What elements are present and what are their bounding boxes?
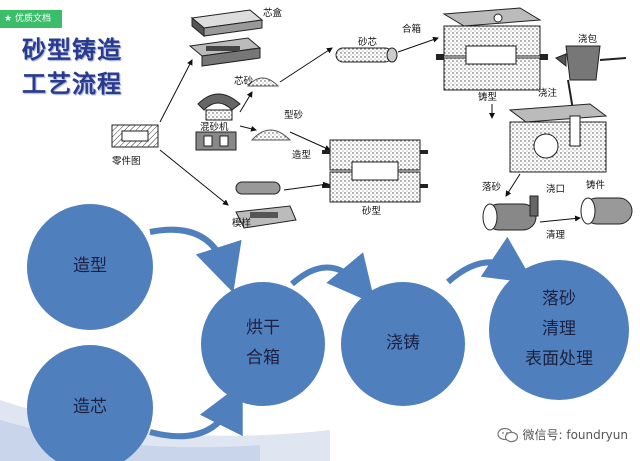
star-icon: ★ [4, 14, 13, 24]
arrow-drying-to-pouring [290, 252, 376, 305]
wechat-icon [496, 427, 518, 442]
muller-figure [195, 93, 241, 151]
core-sand-pile [246, 77, 280, 87]
label-casting-mold: 铸型 [478, 91, 498, 103]
watermark-text: 微信号: foundryun [522, 428, 629, 442]
premium-doc-badge: ★ 优质文档 [0, 10, 62, 28]
label-sand-mold: 砂型 [362, 205, 382, 217]
page-title-line2: 工艺流程 [22, 69, 122, 98]
step-core-making-label: 造芯 [73, 397, 107, 418]
page-title-line1: 砂型铸造 [22, 35, 122, 64]
step-core-making: 造芯 [27, 345, 153, 461]
arrow-pouring-to-shakeout [446, 236, 534, 285]
label-part-drawing: 零件图 [112, 155, 141, 167]
step-finishing: 落砂 清理 表面处理 [489, 260, 629, 400]
label-flask: 合箱 [402, 23, 421, 35]
label-shakeout: 落砂 [482, 181, 502, 193]
step-drying-label: 烘干 [246, 318, 280, 339]
process-illustration: 零件图 芯盒 芯砂 砂芯 [111, 7, 633, 240]
ladle-figure [555, 45, 627, 81]
step-molding: 造型 [27, 204, 153, 330]
casting-figures [482, 195, 633, 231]
label-core-box: 芯盒 [263, 7, 283, 19]
label-gate: 浇口 [546, 183, 565, 195]
label-sprue: 浇注 [538, 87, 558, 99]
pattern-figure [235, 181, 297, 229]
label-molding: 造型 [292, 149, 312, 161]
label-core: 砂芯 [358, 36, 378, 48]
pouring-mold-figure [508, 103, 608, 173]
badge-label: 优质文档 [14, 14, 51, 24]
label-casting: 铸件 [586, 179, 606, 191]
step-drying-closing: 烘干 合箱 [201, 282, 325, 406]
step-surface-label: 表面处理 [525, 348, 593, 369]
step-pouring-label: 浇铸 [386, 333, 420, 354]
step-closing-label: 合箱 [246, 348, 280, 368]
flask-figure [436, 7, 548, 91]
part-drawing-figure [111, 124, 159, 148]
label-ladle: 浇包 [578, 33, 598, 45]
step-pouring: 浇铸 [341, 282, 465, 406]
label-molding-sand: 型砂 [284, 109, 304, 121]
step-cleaning-label: 清理 [542, 319, 576, 340]
sand-core-figure [335, 47, 398, 63]
label-pattern: 模样 [232, 217, 251, 229]
wechat-watermark: 微信号: foundryun [496, 426, 629, 443]
core-box-figure [188, 9, 264, 67]
label-muller: 混砂机 [200, 121, 229, 133]
step-shakeout-label: 落砂 [542, 289, 576, 310]
molding-sand-pile [250, 129, 292, 141]
label-cleaning: 清理 [546, 229, 566, 240]
sand-mold-figure [322, 139, 428, 203]
label-core-sand: 芯砂 [234, 75, 254, 87]
step-molding-label: 造型 [73, 256, 107, 277]
